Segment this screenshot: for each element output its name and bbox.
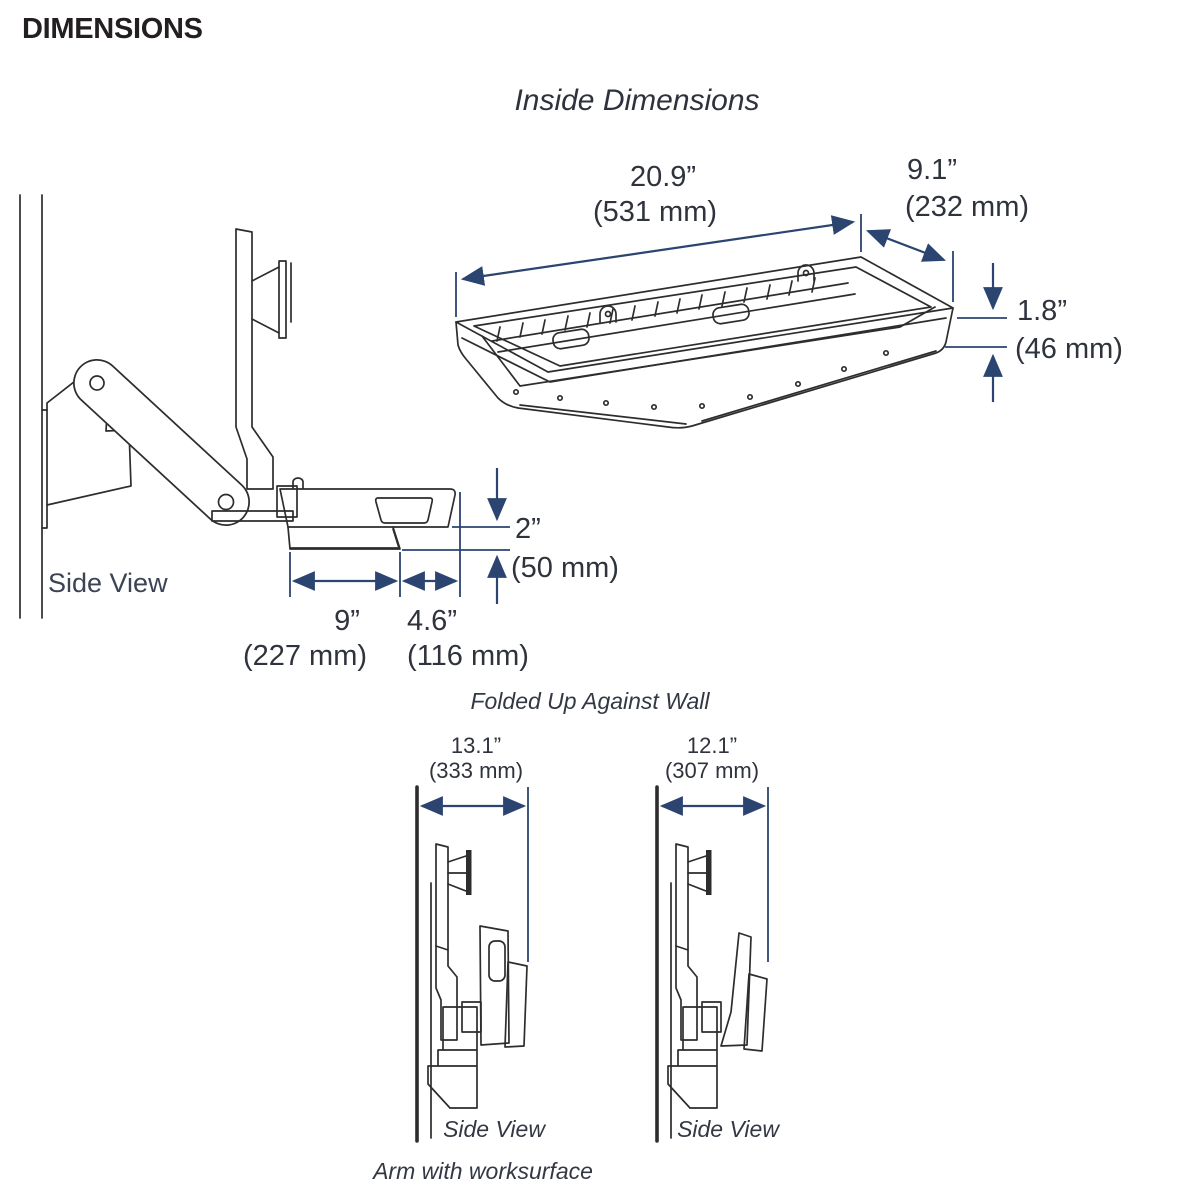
tray-depth-in: 9.1”: [907, 154, 957, 186]
tray-height-mm: (46 mm): [1015, 333, 1123, 365]
page-title: DIMENSIONS: [22, 13, 203, 45]
tray-length-in: 20.9”: [630, 161, 696, 193]
worksurface-front-in: 4.6”: [407, 605, 457, 637]
main-side-view-drawing: Side View: [19, 194, 456, 619]
keyboard-tray: [287, 526, 401, 550]
worksurface-height-in: 2”: [515, 513, 541, 545]
folded-left-width-mm: (333 mm): [429, 758, 523, 783]
worksurface-depth-in: 9”: [334, 605, 360, 637]
worksurface-tray: [279, 477, 456, 528]
tray-isometric-drawing: [455, 256, 954, 429]
worksurface-height-mm: (50 mm): [511, 552, 619, 584]
side-view-label: Side View: [48, 568, 168, 598]
tray-floor-holes: [512, 349, 890, 411]
folded-left-width-in: 13.1”: [451, 733, 501, 758]
tray-dimensions: 20.9” (531 mm) 9.1” (232 mm) 1.8” (46 mm…: [455, 154, 1123, 402]
tray-depth-mm: (232 mm): [905, 191, 1029, 223]
worksurface-dimensions: 2” (50 mm) 9” 4.6” (227 mm) (116 mm): [243, 468, 619, 672]
tray-length-mm: (531 mm): [593, 196, 717, 228]
folded-right-drawing: 12.1” (307 mm) Side View: [655, 733, 780, 1143]
folded-monitor: [435, 843, 472, 1041]
folded-left-drawing: 13.1” (333 mm) Side View: [415, 733, 546, 1143]
tray-height-in: 1.8”: [1017, 295, 1067, 327]
worksurface-depth-mm: (227 mm): [243, 640, 367, 672]
inside-dimensions-heading: Inside Dimensions: [514, 84, 759, 117]
wall: [19, 194, 43, 619]
articulating-arm: [73, 359, 250, 526]
folded-right-side-view-label: Side View: [677, 1116, 780, 1142]
folded-monitor: [675, 843, 712, 1041]
folded-right-width-mm: (307 mm): [665, 758, 759, 783]
folded-arm-and-tray: [427, 925, 528, 1109]
monitor-column: [211, 228, 298, 522]
worksurface-front-mm: (116 mm): [407, 640, 529, 672]
folded-left-side-view-label: Side View: [443, 1116, 546, 1142]
folded-arm-and-tray-tilted: [667, 932, 768, 1109]
folded-heading: Folded Up Against Wall: [470, 688, 710, 714]
arm-caption: Arm with worksurface: [371, 1158, 593, 1184]
monitor-mount: [251, 260, 292, 339]
folded-right-width-in: 12.1”: [687, 733, 737, 758]
